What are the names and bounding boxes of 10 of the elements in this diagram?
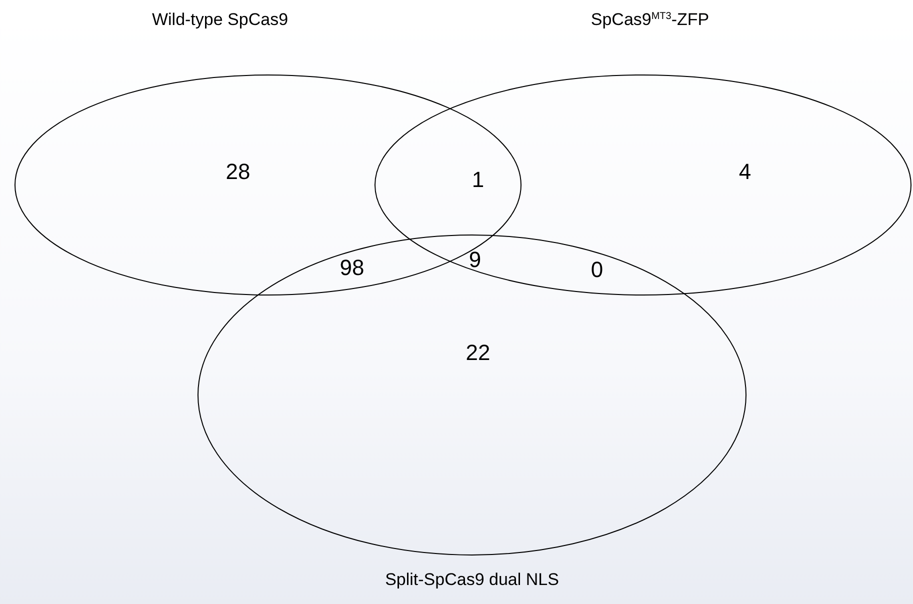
set-name: Split-SpCas9 dual NLS (385, 570, 559, 590)
region-count: 28 (226, 159, 250, 185)
set-name: SpCas9$^{MT3}$-ZFP (590, 10, 710, 30)
region-count: 4 (738, 159, 752, 185)
overlap-count: 9 (468, 247, 482, 273)
overlap-count: 98 (340, 255, 364, 281)
set-name: Wild-type SpCas9 (152, 10, 288, 30)
region-count: 22 (466, 340, 490, 366)
overlap-count: 0 (590, 257, 604, 283)
overlap-count: 1 (472, 167, 484, 193)
